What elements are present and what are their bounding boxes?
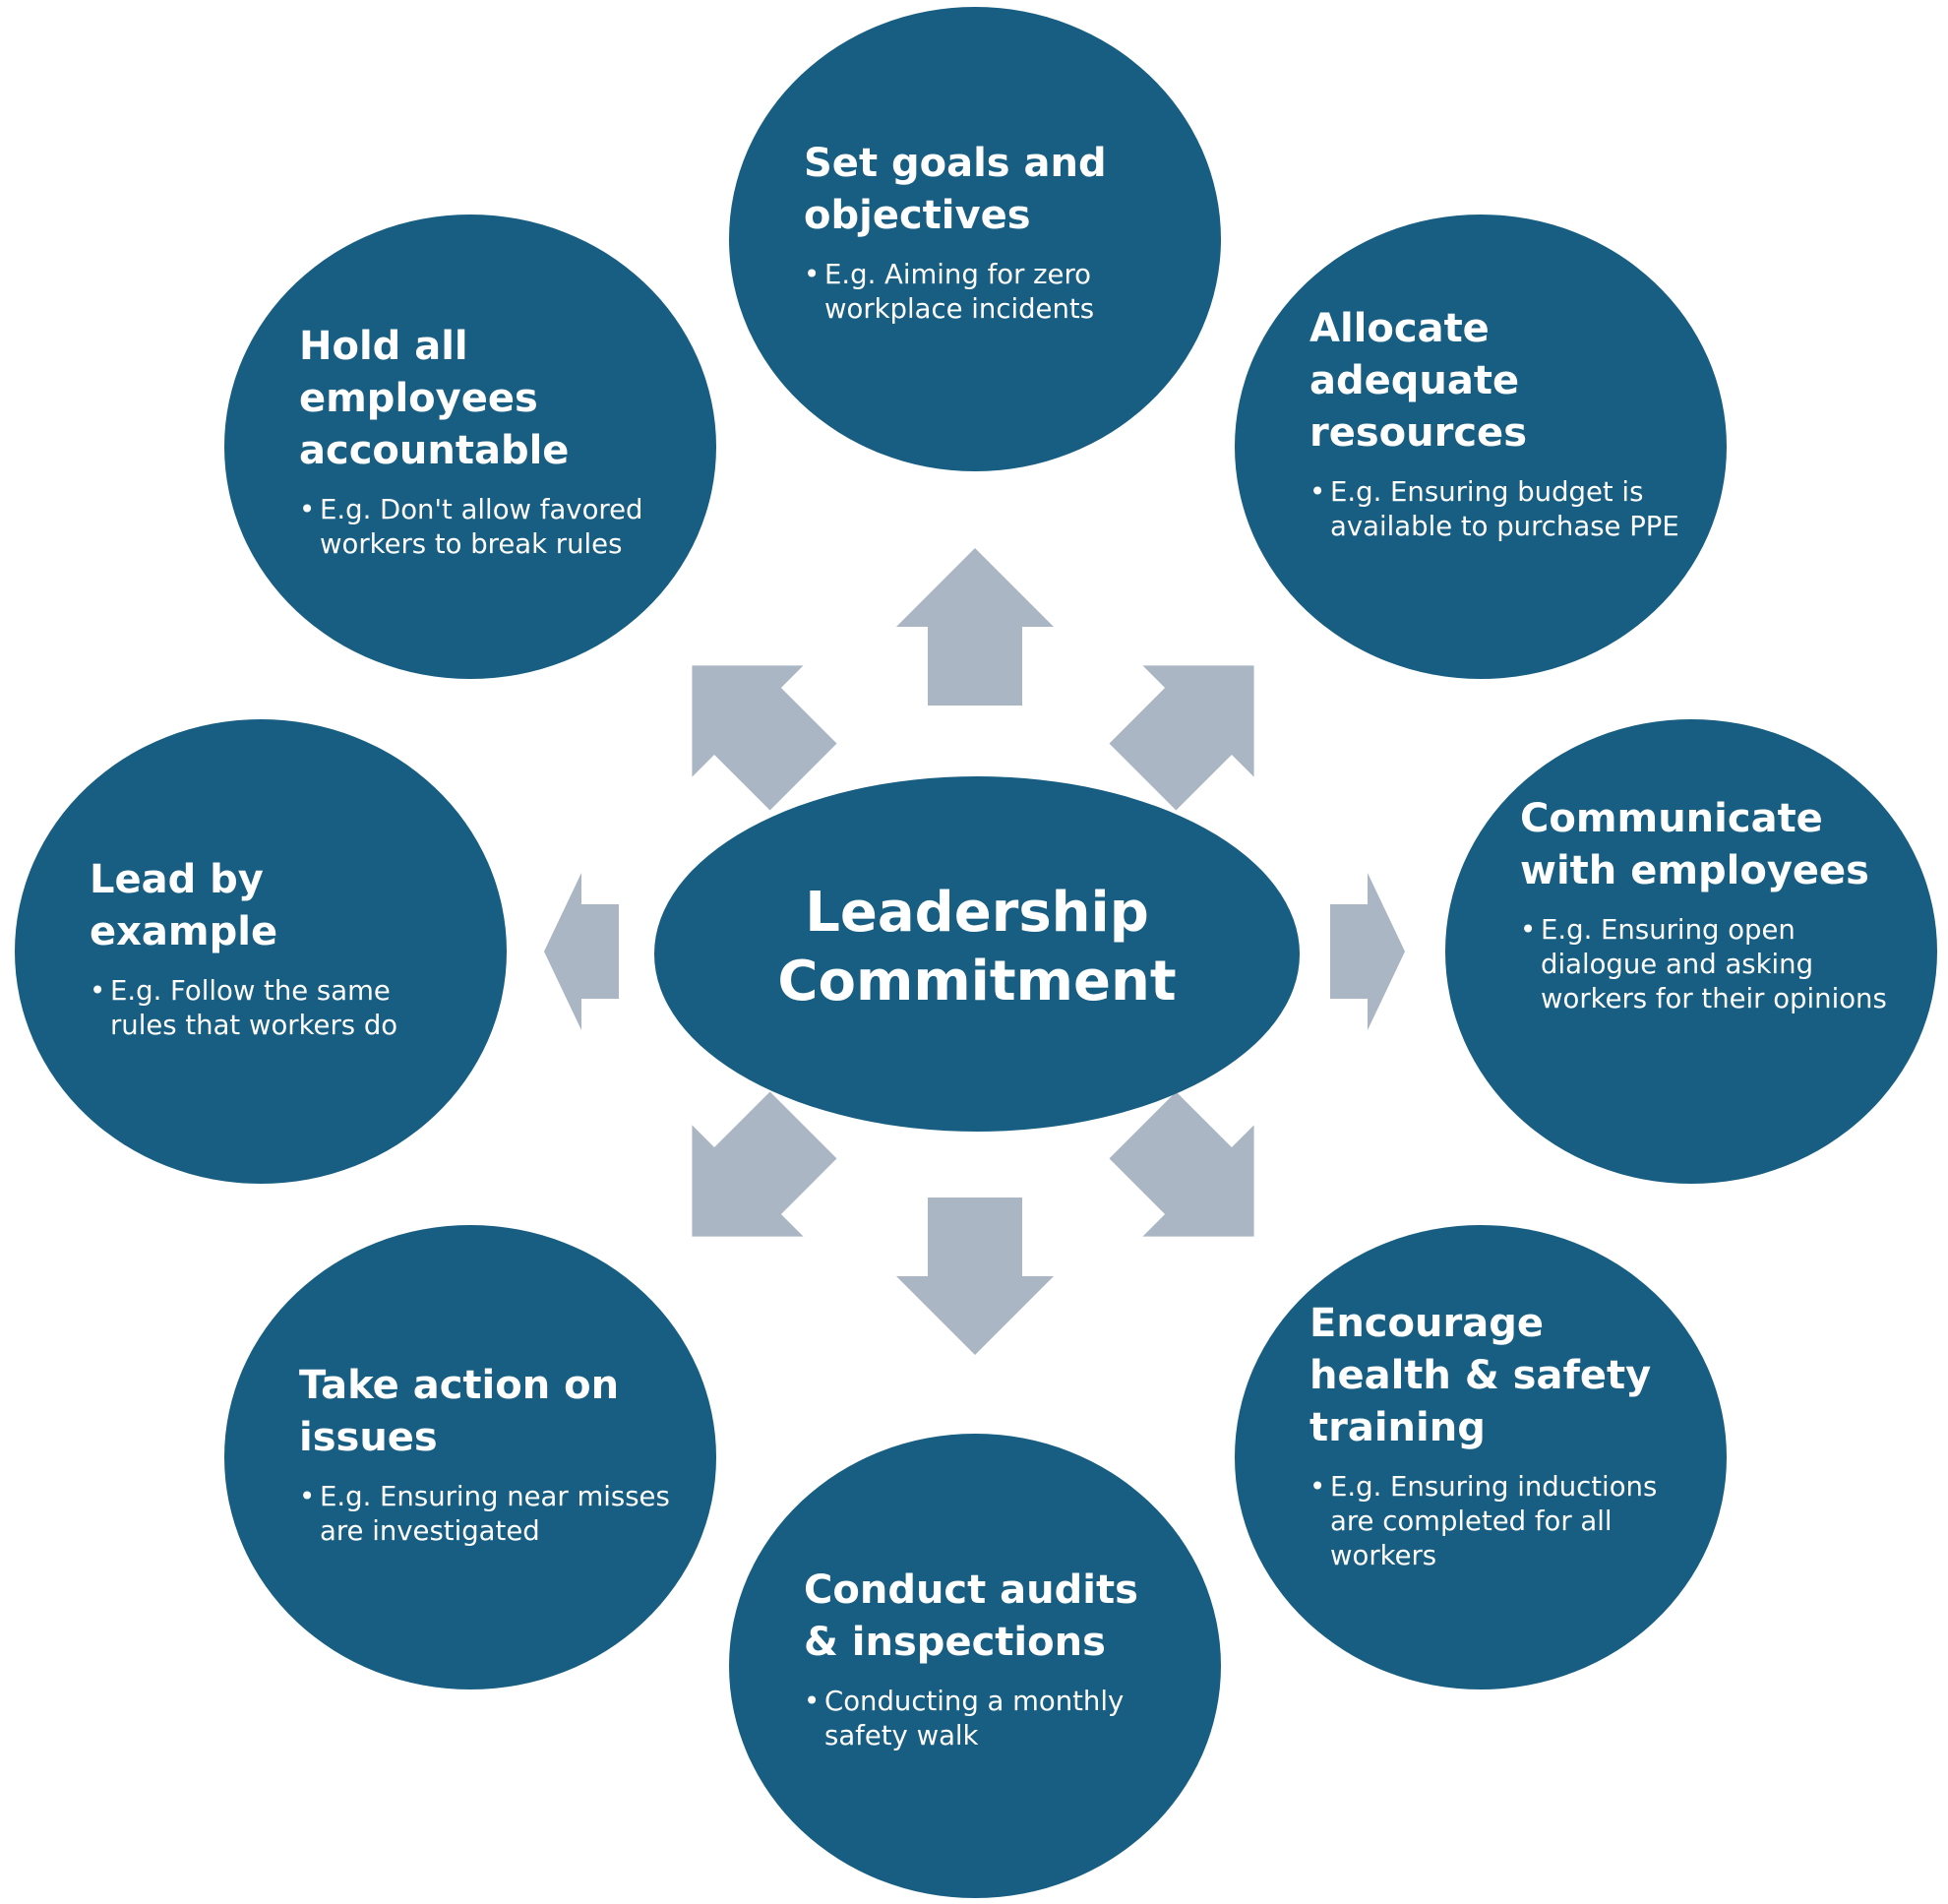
node-title: Set goals and objectives [804, 141, 1107, 238]
arrow-up-left-shape [692, 665, 837, 811]
node-lead-by-example: Lead by example •E.g. Follow the same ru… [15, 719, 507, 1184]
node-title: Allocate adequate resources [1309, 306, 1527, 456]
arrow-up [896, 548, 1054, 706]
arrow-down-shape [896, 1198, 1054, 1355]
node-content: Conduct audits & inspections •Conducting… [804, 1565, 1178, 1753]
center-ellipse: Leadership Commitment [654, 776, 1300, 1132]
node-content: Encourage health & safety training •E.g.… [1309, 1298, 1683, 1573]
node-bullet-text: E.g. Ensuring open dialogue and asking w… [1541, 914, 1887, 1014]
arrow-left [544, 873, 619, 1030]
arrow-left-shape [544, 873, 619, 1030]
node-communicate: Communicate with employees •E.g. Ensurin… [1445, 719, 1937, 1184]
node-title: Encourage health & safety training [1309, 1301, 1652, 1450]
node-title: Take action on issues [299, 1363, 620, 1460]
node-bullet: •E.g. Ensuring inductions are completed … [1309, 1470, 1683, 1573]
node-bullet: •E.g. Ensuring open dialogue and asking … [1520, 913, 1894, 1016]
node-title: Communicate with employees [1520, 796, 1869, 893]
node-hold-accountable: Hold all employees accountable •E.g. Don… [224, 215, 716, 679]
node-set-goals: Set goals and objectives •E.g. Aiming fo… [729, 7, 1221, 471]
node-bullet-text: E.g. Ensuring inductions are completed f… [1330, 1471, 1658, 1571]
node-bullet: •E.g. Ensuring near misses are investiga… [299, 1480, 673, 1549]
node-bullet-text: E.g. Don't allow favored workers to brea… [320, 494, 643, 560]
arrow-down-left [692, 1091, 837, 1237]
node-content: Set goals and objectives •E.g. Aiming fo… [804, 138, 1178, 327]
center-title-line-1: Leadership [805, 881, 1149, 945]
node-bullet-text: E.g. Ensuring near misses are investigat… [320, 1481, 670, 1547]
node-content: Allocate adequate resources •E.g. Ensuri… [1309, 303, 1683, 544]
bullet-dot-icon: • [804, 259, 821, 290]
node-take-action: Take action on issues •E.g. Ensuring nea… [224, 1225, 716, 1689]
node-bullet-text: Conducting a monthly safety walk [824, 1686, 1125, 1751]
arrow-up-right-shape [1109, 665, 1254, 811]
node-bullet: •E.g. Follow the same rules that workers… [90, 974, 463, 1043]
arrow-up-shape [896, 548, 1054, 706]
bullet-dot-icon: • [299, 494, 316, 525]
bullet-dot-icon: • [1309, 1471, 1326, 1503]
bullet-dot-icon: • [299, 1481, 316, 1512]
node-content: Lead by example •E.g. Follow the same ru… [90, 854, 463, 1043]
node-allocate-resources: Allocate adequate resources •E.g. Ensuri… [1235, 215, 1727, 679]
node-conduct-audits: Conduct audits & inspections •Conducting… [729, 1434, 1221, 1898]
arrow-up-right [1109, 665, 1254, 811]
arrow-up-left [692, 665, 837, 811]
node-encourage-training: Encourage health & safety training •E.g.… [1235, 1225, 1727, 1689]
bullet-dot-icon: • [90, 975, 106, 1007]
node-content: Communicate with employees •E.g. Ensurin… [1520, 793, 1894, 1016]
arrow-down-left-shape [692, 1091, 837, 1237]
node-bullet: •E.g. Ensuring budget is available to pu… [1309, 475, 1683, 544]
arrow-right [1330, 873, 1405, 1030]
node-title: Conduct audits & inspections [804, 1567, 1138, 1665]
node-content: Take action on issues •E.g. Ensuring nea… [299, 1360, 673, 1549]
node-bullet: •Conducting a monthly safety walk [804, 1685, 1178, 1753]
center-title-line-2: Commitment [777, 950, 1177, 1013]
node-bullet: •E.g. Don't allow favored workers to bre… [299, 493, 673, 562]
bullet-dot-icon: • [1520, 914, 1537, 946]
arrow-right-shape [1330, 873, 1405, 1030]
bullet-dot-icon: • [1309, 476, 1326, 508]
center-title: Leadership Commitment [654, 879, 1300, 1016]
arrow-down-right [1109, 1091, 1254, 1237]
bullet-dot-icon: • [804, 1686, 821, 1717]
node-title: Lead by example [90, 857, 278, 954]
arrow-down [896, 1198, 1054, 1355]
node-bullet-text: E.g. Follow the same rules that workers … [110, 975, 398, 1041]
node-content: Hold all employees accountable •E.g. Don… [299, 321, 673, 562]
node-bullet: •E.g. Aiming for zero workplace incident… [804, 258, 1178, 327]
node-title: Hold all employees accountable [299, 324, 570, 473]
node-bullet-text: E.g. Aiming for zero workplace incidents [824, 259, 1095, 325]
node-bullet-text: E.g. Ensuring budget is available to pur… [1330, 476, 1679, 542]
arrow-down-right-shape [1109, 1091, 1254, 1237]
